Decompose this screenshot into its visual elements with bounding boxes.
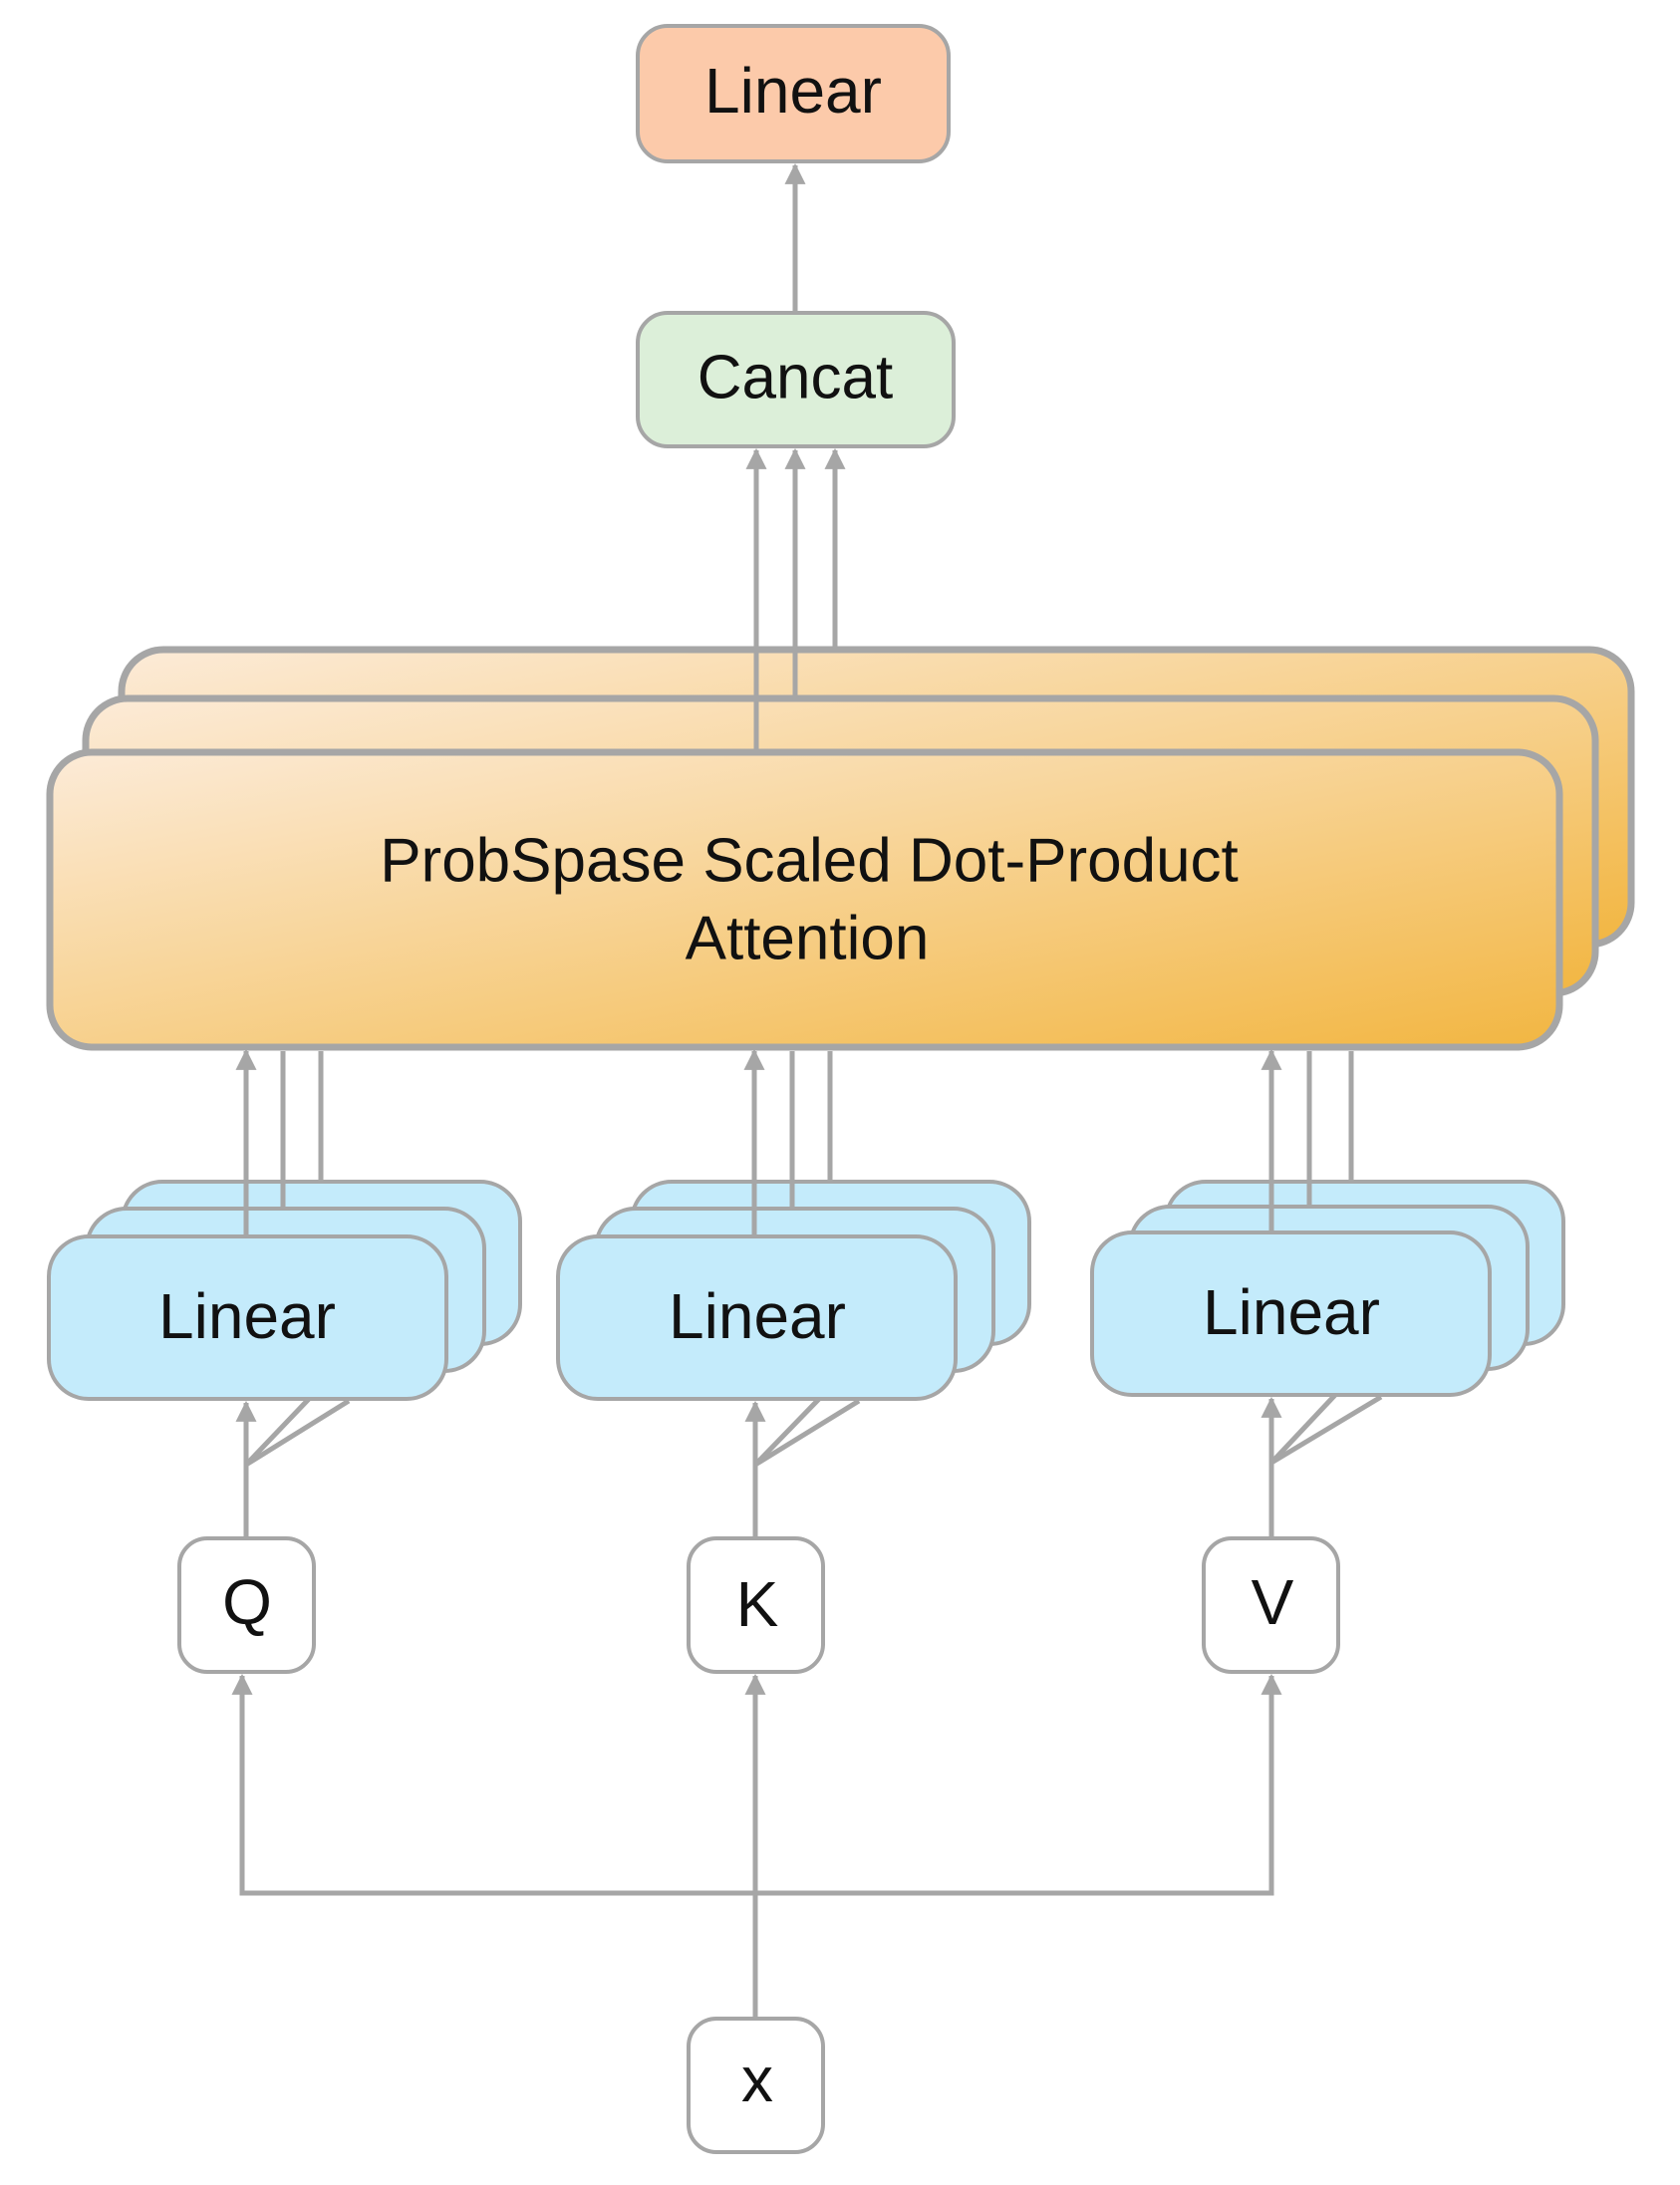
top-linear-node: Linear — [636, 24, 951, 163]
input-v-label: V — [1252, 1566, 1294, 1638]
input-q-label: Q — [222, 1566, 272, 1638]
attention-head-front — [46, 748, 1563, 1051]
input-q-node: Q — [177, 1536, 316, 1674]
attention-label-line2: Attention — [686, 904, 930, 972]
input-v-node: V — [1202, 1536, 1340, 1674]
input-x-label: x — [741, 2044, 773, 2115]
linear-k-node: Linear — [556, 1234, 958, 1401]
x-routing-arrows — [231, 1673, 1282, 2017]
attention-node: ProbSpase Scaled Dot-Product Attention — [46, 748, 1563, 1051]
input-k-node: K — [687, 1536, 825, 1674]
attention-label-line1: ProbSpase Scaled Dot-Product — [380, 826, 1239, 895]
concat-label: Cancat — [698, 343, 893, 411]
input-x-node: x — [687, 2017, 825, 2154]
linear-q-label: Linear — [158, 1280, 336, 1352]
linear-q-node: Linear — [47, 1234, 448, 1401]
linear-k-label: Linear — [669, 1280, 846, 1352]
k-fan-arrows — [744, 1397, 861, 1536]
input-k-label: K — [736, 1568, 779, 1640]
concat-node: Cancat — [636, 311, 956, 448]
q-fan-arrows — [235, 1397, 351, 1536]
top-linear-label: Linear — [704, 55, 882, 127]
linear-v-label: Linear — [1203, 1276, 1380, 1348]
linear-v-node: Linear — [1090, 1230, 1492, 1397]
v-fan-arrows — [1260, 1393, 1383, 1536]
